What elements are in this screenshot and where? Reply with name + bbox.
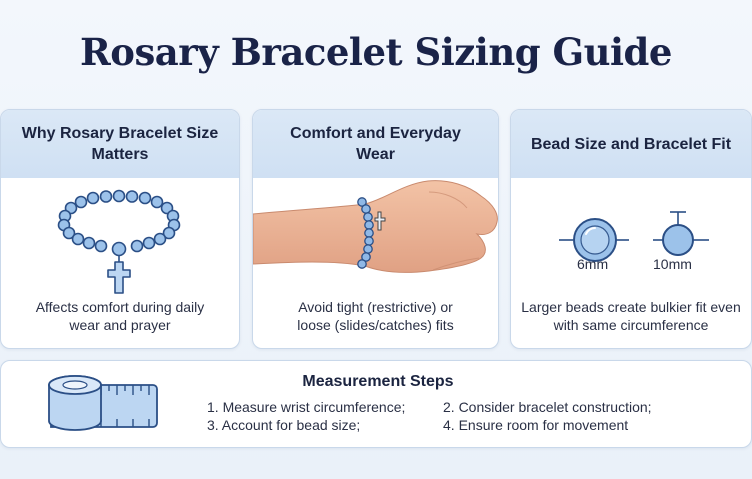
card-heading: Why Rosary Bracelet Size Matters: [21, 125, 219, 163]
card-header: Why Rosary Bracelet Size Matters: [1, 110, 239, 178]
step-item: 1. Measure wrist circumference;: [207, 399, 406, 415]
card-body: Affects comfort during daily wear and pr…: [1, 178, 239, 348]
page-title: Rosary Bracelet Sizing Guide: [80, 30, 672, 74]
card-body: 6mm 10mm Larger beads create bulkier fit…: [511, 178, 751, 348]
measurement-heading: Measurement Steps: [302, 373, 454, 390]
measurement-steps-panel: Measurement Steps 1. Measure wrist circu…: [0, 360, 752, 448]
card-heading: Bead Size and Bracelet Fit: [530, 135, 732, 153]
step-item: 2. Consider bracelet construction;: [443, 399, 652, 415]
card-why-size-matters: Why Rosary Bracelet Size Matters: [0, 109, 240, 349]
bead-label-large: 6mm: [577, 256, 609, 272]
card-text: Affects comfort during daily wear and pr…: [35, 299, 205, 333]
card-header: Bead Size and Bracelet Fit: [511, 110, 751, 178]
wrist-with-bracelet-illustration: [253, 180, 498, 273]
step-item: 3. Account for bead size;: [207, 417, 361, 433]
rosary-bracelet-icon: [57, 189, 181, 294]
card-header: Comfort and Everyday Wear: [253, 110, 498, 178]
bead-size-icon: [559, 211, 709, 262]
card-comfort-everyday-wear: Comfort and Everyday Wear: [252, 109, 499, 349]
card-text: Larger beads create bulkier fit even wit…: [521, 299, 741, 333]
step-item: 4. Ensure room for movement: [443, 417, 629, 433]
card-bead-size-fit: Bead Size and Bracelet Fit 6mm 10mm Larg…: [510, 109, 752, 349]
bead-label-small: 10mm: [653, 256, 692, 272]
measuring-tape-icon: [48, 375, 158, 431]
card-text: Avoid tight (restrictive) or loose (slid…: [297, 299, 454, 333]
card-body: Avoid tight (restrictive) or loose (slid…: [253, 178, 498, 348]
card-heading: Comfort and Everyday Wear: [290, 125, 461, 163]
